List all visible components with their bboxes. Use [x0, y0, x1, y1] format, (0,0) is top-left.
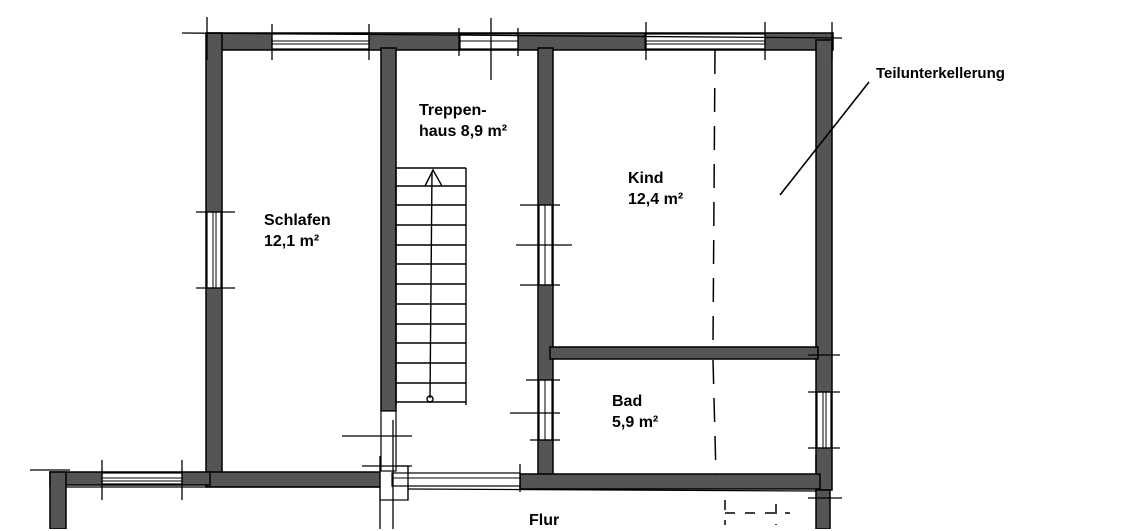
room-kind-name: Kind [628, 170, 664, 187]
wall-stair-left [380, 47, 397, 412]
window-left [206, 211, 222, 289]
door-bottom-flur [391, 472, 521, 487]
stair-arrow [424, 168, 443, 187]
wall-flur-right [815, 489, 831, 529]
room-treppenhaus-area: haus 8,9 m² [419, 123, 508, 140]
basement-boundary [712, 49, 717, 476]
room-schlafen: Schlafen 12,1 m² [264, 210, 331, 252]
door-stair-left-lower [380, 410, 397, 472]
annotation-teilunterkellerung: Teilunterkellerung [876, 65, 1005, 82]
room-bad-area: 5,9 m² [612, 414, 659, 431]
room-kind: Kind 12,4 m² [628, 168, 683, 210]
room-flur: Flur [529, 510, 559, 531]
basement-boundary-lower [724, 500, 790, 525]
room-bad: Bad 5,9 m² [612, 391, 658, 433]
wall-bottom-right [519, 473, 821, 490]
construction-lines [30, 17, 843, 529]
annotation-leader-line [779, 81, 870, 196]
room-treppenhaus: Treppen- haus 8,9 m² [419, 100, 507, 142]
room-flur-name: Flur [529, 512, 560, 529]
staircase [395, 167, 467, 405]
wall-bottom-left [205, 471, 393, 488]
wall-flur-left [49, 471, 67, 529]
room-schlafen-area: 12,1 m² [264, 233, 320, 250]
room-treppenhaus-name: Treppen- [419, 102, 487, 119]
window-right [816, 391, 832, 449]
stair-start-dot [426, 395, 434, 403]
room-bad-name: Bad [612, 393, 643, 410]
room-kind-area: 12,4 m² [628, 191, 684, 208]
wall-kind-bad [549, 346, 819, 360]
room-schlafen-name: Schlafen [264, 212, 331, 229]
stair-run-line [429, 171, 433, 399]
